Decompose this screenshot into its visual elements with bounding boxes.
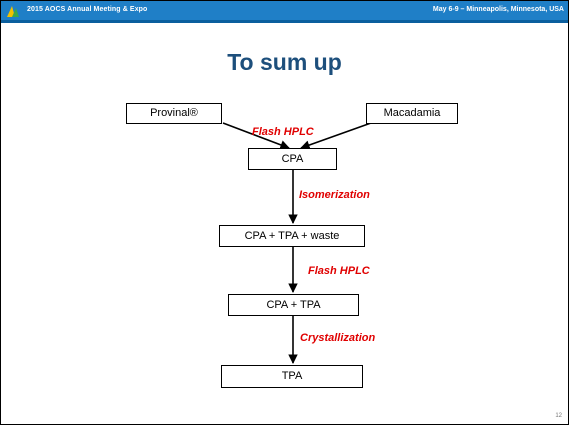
aocs-logo-icon	[7, 6, 19, 17]
arrow-provinal-to-cpa	[222, 122, 290, 150]
arrow-macadamia-to-cpa	[300, 122, 372, 150]
page-number: 12	[555, 413, 562, 419]
slide-title: To sum up	[227, 49, 342, 75]
source-label: Provinal®	[150, 107, 198, 119]
source-label: Macadamia	[383, 107, 441, 119]
node-label: CPA + TPA + waste	[244, 230, 340, 242]
node-label: TPA	[281, 370, 303, 382]
node-box-cpa-tpa: CPA + TPA	[228, 294, 359, 316]
step-label-crystallization: Crystallization	[300, 332, 376, 344]
source-box-provinal: Provinal®	[126, 103, 222, 124]
node-box-cpa: CPA	[248, 148, 337, 170]
header-bar: 2015 AOCS Annual Meeting & Expo May 6-9 …	[1, 1, 568, 23]
step-label-isomerization: Isomerization	[299, 189, 370, 201]
node-box-cpa-tpa-waste: CPA + TPA + waste	[219, 225, 365, 247]
node-label: CPA + TPA	[266, 299, 321, 311]
meeting-name: 2015 AOCS Annual Meeting & Expo	[27, 6, 148, 13]
node-label: CPA	[281, 153, 304, 165]
step-label-flash-hplc-1: Flash HPLC	[252, 126, 314, 138]
node-box-tpa: TPA	[221, 365, 363, 388]
source-box-macadamia: Macadamia	[366, 103, 458, 124]
meeting-date-location: May 6-9 – Minneapolis, Minnesota, USA	[432, 6, 564, 13]
step-label-flash-hplc-2: Flash HPLC	[308, 265, 370, 277]
